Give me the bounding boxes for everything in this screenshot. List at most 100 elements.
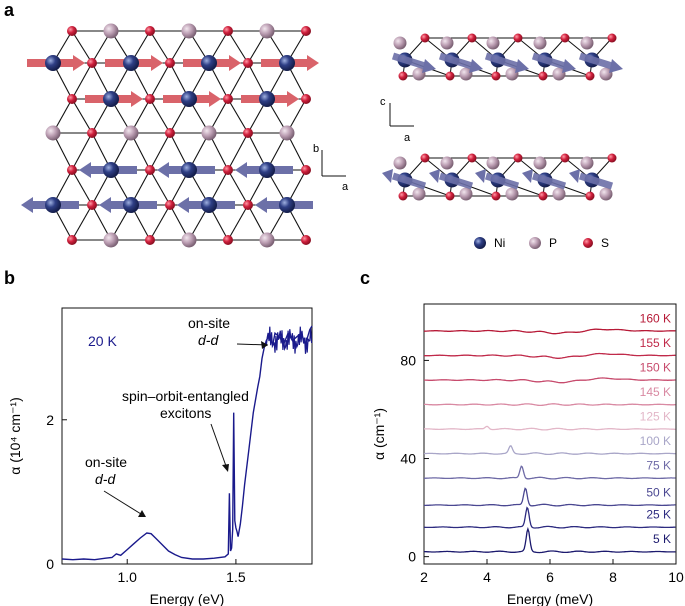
axis-b-label: b <box>313 143 319 155</box>
spin-arrow-shaft <box>438 172 474 190</box>
y-tick-label: 0 <box>46 556 54 572</box>
series-label: 25 K <box>646 508 671 522</box>
crystal-structure-figure: b a c a Ni P S <box>21 23 623 250</box>
spin-arrow-head <box>307 55 319 71</box>
series-label: 160 K <box>640 311 671 325</box>
axis-a-label-side: a <box>404 132 411 144</box>
s-atom <box>243 58 253 68</box>
y-tick-label: 0 <box>408 549 416 565</box>
legend-p-marker <box>529 237 541 249</box>
s-atom <box>398 71 408 81</box>
s-atom <box>301 26 311 36</box>
s-atom <box>467 33 477 43</box>
legend-p-label: P <box>549 236 557 250</box>
absorption-spectrum-noise <box>265 326 313 354</box>
ni-atom <box>279 55 295 71</box>
x-tick-label: 10 <box>668 569 684 585</box>
p-atom <box>599 187 613 201</box>
spin-arrow-shaft <box>531 52 567 70</box>
s-atom <box>223 235 233 245</box>
y-tick-label: 2 <box>46 412 54 428</box>
bond <box>149 62 171 100</box>
series-label: 5 K <box>653 532 671 546</box>
spin-arrow-head <box>229 55 241 71</box>
spin-arrow-head <box>569 169 580 183</box>
p-atom <box>459 187 473 201</box>
s-atom <box>243 128 253 138</box>
atom-legend: Ni P S <box>474 236 609 250</box>
series-label: 100 K <box>640 434 671 448</box>
p-atom <box>505 67 519 81</box>
spin-arrow-shaft <box>578 52 614 70</box>
x-tick-label: 6 <box>546 569 554 585</box>
left-axes: b a <box>313 143 349 193</box>
s-atom <box>538 191 548 201</box>
legend-s-marker <box>583 238 593 248</box>
p-atom <box>279 125 295 141</box>
s-atom <box>87 58 97 68</box>
spin-arrow-head <box>79 162 91 178</box>
p-atom <box>459 67 473 81</box>
p-atom <box>486 36 500 50</box>
series-line <box>424 352 676 359</box>
series-line <box>423 445 676 456</box>
chart-b-frame <box>61 307 313 565</box>
axis-c-label: c <box>380 96 386 108</box>
series-line <box>424 328 676 335</box>
x-tick-label: 2 <box>420 569 428 585</box>
p-atom <box>201 125 217 141</box>
x-axis-label: Energy (meV) <box>507 591 593 606</box>
p-atom <box>552 187 566 201</box>
s-atom <box>67 235 77 245</box>
ni-atom <box>201 197 217 213</box>
spin-arrow-head <box>469 59 483 73</box>
s-atom <box>165 58 175 68</box>
spin-arrow-head <box>287 91 299 107</box>
ni-atom <box>181 162 197 178</box>
bond <box>227 98 249 134</box>
legend-s-label: S <box>601 236 609 250</box>
spin-arrow-head <box>235 162 247 178</box>
bond <box>71 98 93 134</box>
s-atom <box>145 165 155 175</box>
s-atom <box>87 128 97 138</box>
bond <box>149 204 171 241</box>
series-line <box>424 526 676 554</box>
spin-arrow-head <box>475 169 486 183</box>
p-atom <box>440 156 454 170</box>
series-label: 75 K <box>646 459 671 473</box>
in-plane-lattice <box>21 23 319 248</box>
series-line <box>423 377 676 384</box>
series-line <box>424 425 676 431</box>
chart-c-frame <box>423 303 677 565</box>
s-atom <box>560 153 570 163</box>
p-atom <box>393 36 407 50</box>
spin-arrow-head <box>515 59 529 73</box>
p-atom <box>103 232 119 248</box>
legend-ni-marker <box>474 237 486 249</box>
absorption-spectrum-line <box>61 325 313 561</box>
x-axis-label: Energy (eV) <box>150 591 225 606</box>
series-label: 150 K <box>640 360 671 374</box>
s-atom <box>67 165 77 175</box>
ni-atom <box>45 197 61 213</box>
s-atom <box>398 191 408 201</box>
y-tick-label: 40 <box>400 451 416 467</box>
spin-arrow-head <box>151 55 163 71</box>
spin-arrow-shaft <box>391 52 427 70</box>
s-atom <box>223 165 233 175</box>
spin-arrow-head <box>21 197 33 213</box>
ni-atom <box>103 91 119 107</box>
onsite-low-arrowhead <box>138 510 146 517</box>
ni-atom <box>123 197 139 213</box>
chart-b-plot <box>61 325 313 561</box>
spin-arrow-shaft <box>531 172 567 190</box>
p-atom <box>45 125 61 141</box>
series-label: 155 K <box>640 336 671 350</box>
s-atom <box>243 200 253 210</box>
bond <box>71 132 93 171</box>
